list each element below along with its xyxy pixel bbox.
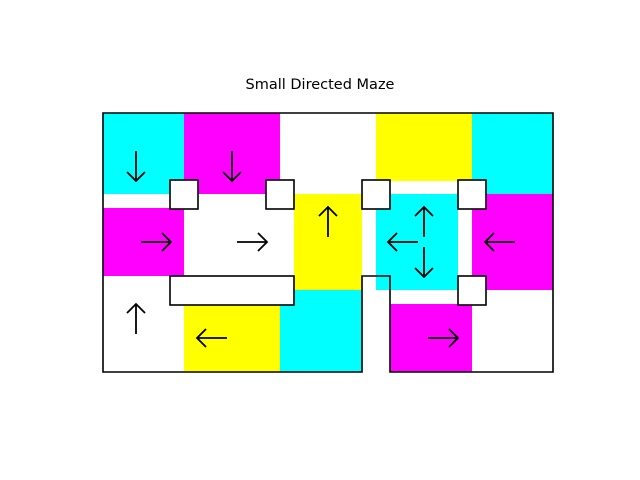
cell-r2-c1-arrow-left-icon (195, 328, 227, 348)
block-2 (265, 179, 295, 210)
cell-r2-c0-arrow-up-icon (126, 302, 146, 334)
block-1 (169, 179, 199, 210)
cell-r1-c3-arrow-left-icon (386, 232, 418, 252)
cell-r0-c3-fill (376, 113, 472, 181)
cell-r1-c3-arrow-up-icon (414, 205, 434, 237)
cell-r1-c4-arrow-left-icon (483, 232, 515, 252)
maze-arrows (126, 151, 515, 348)
block-5 (457, 275, 487, 306)
block-3 (361, 179, 391, 210)
cell-r0-c2-fill (280, 113, 376, 194)
maze-outer-wall (102, 112, 554, 373)
block-4 (457, 179, 487, 210)
cell-r1-c3-arrow-down-icon (414, 247, 434, 279)
cell-r2-c3-arrow-right-icon (428, 328, 460, 348)
cell-r1-c2-arrow-up-icon (318, 205, 338, 237)
maze-walls (102, 112, 554, 373)
cell-r1-c0-arrow-right-icon (141, 232, 173, 252)
long-barrier (169, 275, 295, 306)
cell-r0-c0-arrow-down-icon (126, 151, 146, 183)
maze-title: Small Directed Maze (245, 77, 395, 93)
cell-r1-c1-arrow-right-icon (237, 232, 269, 252)
cell-r0-c1-arrow-down-icon (222, 151, 242, 183)
